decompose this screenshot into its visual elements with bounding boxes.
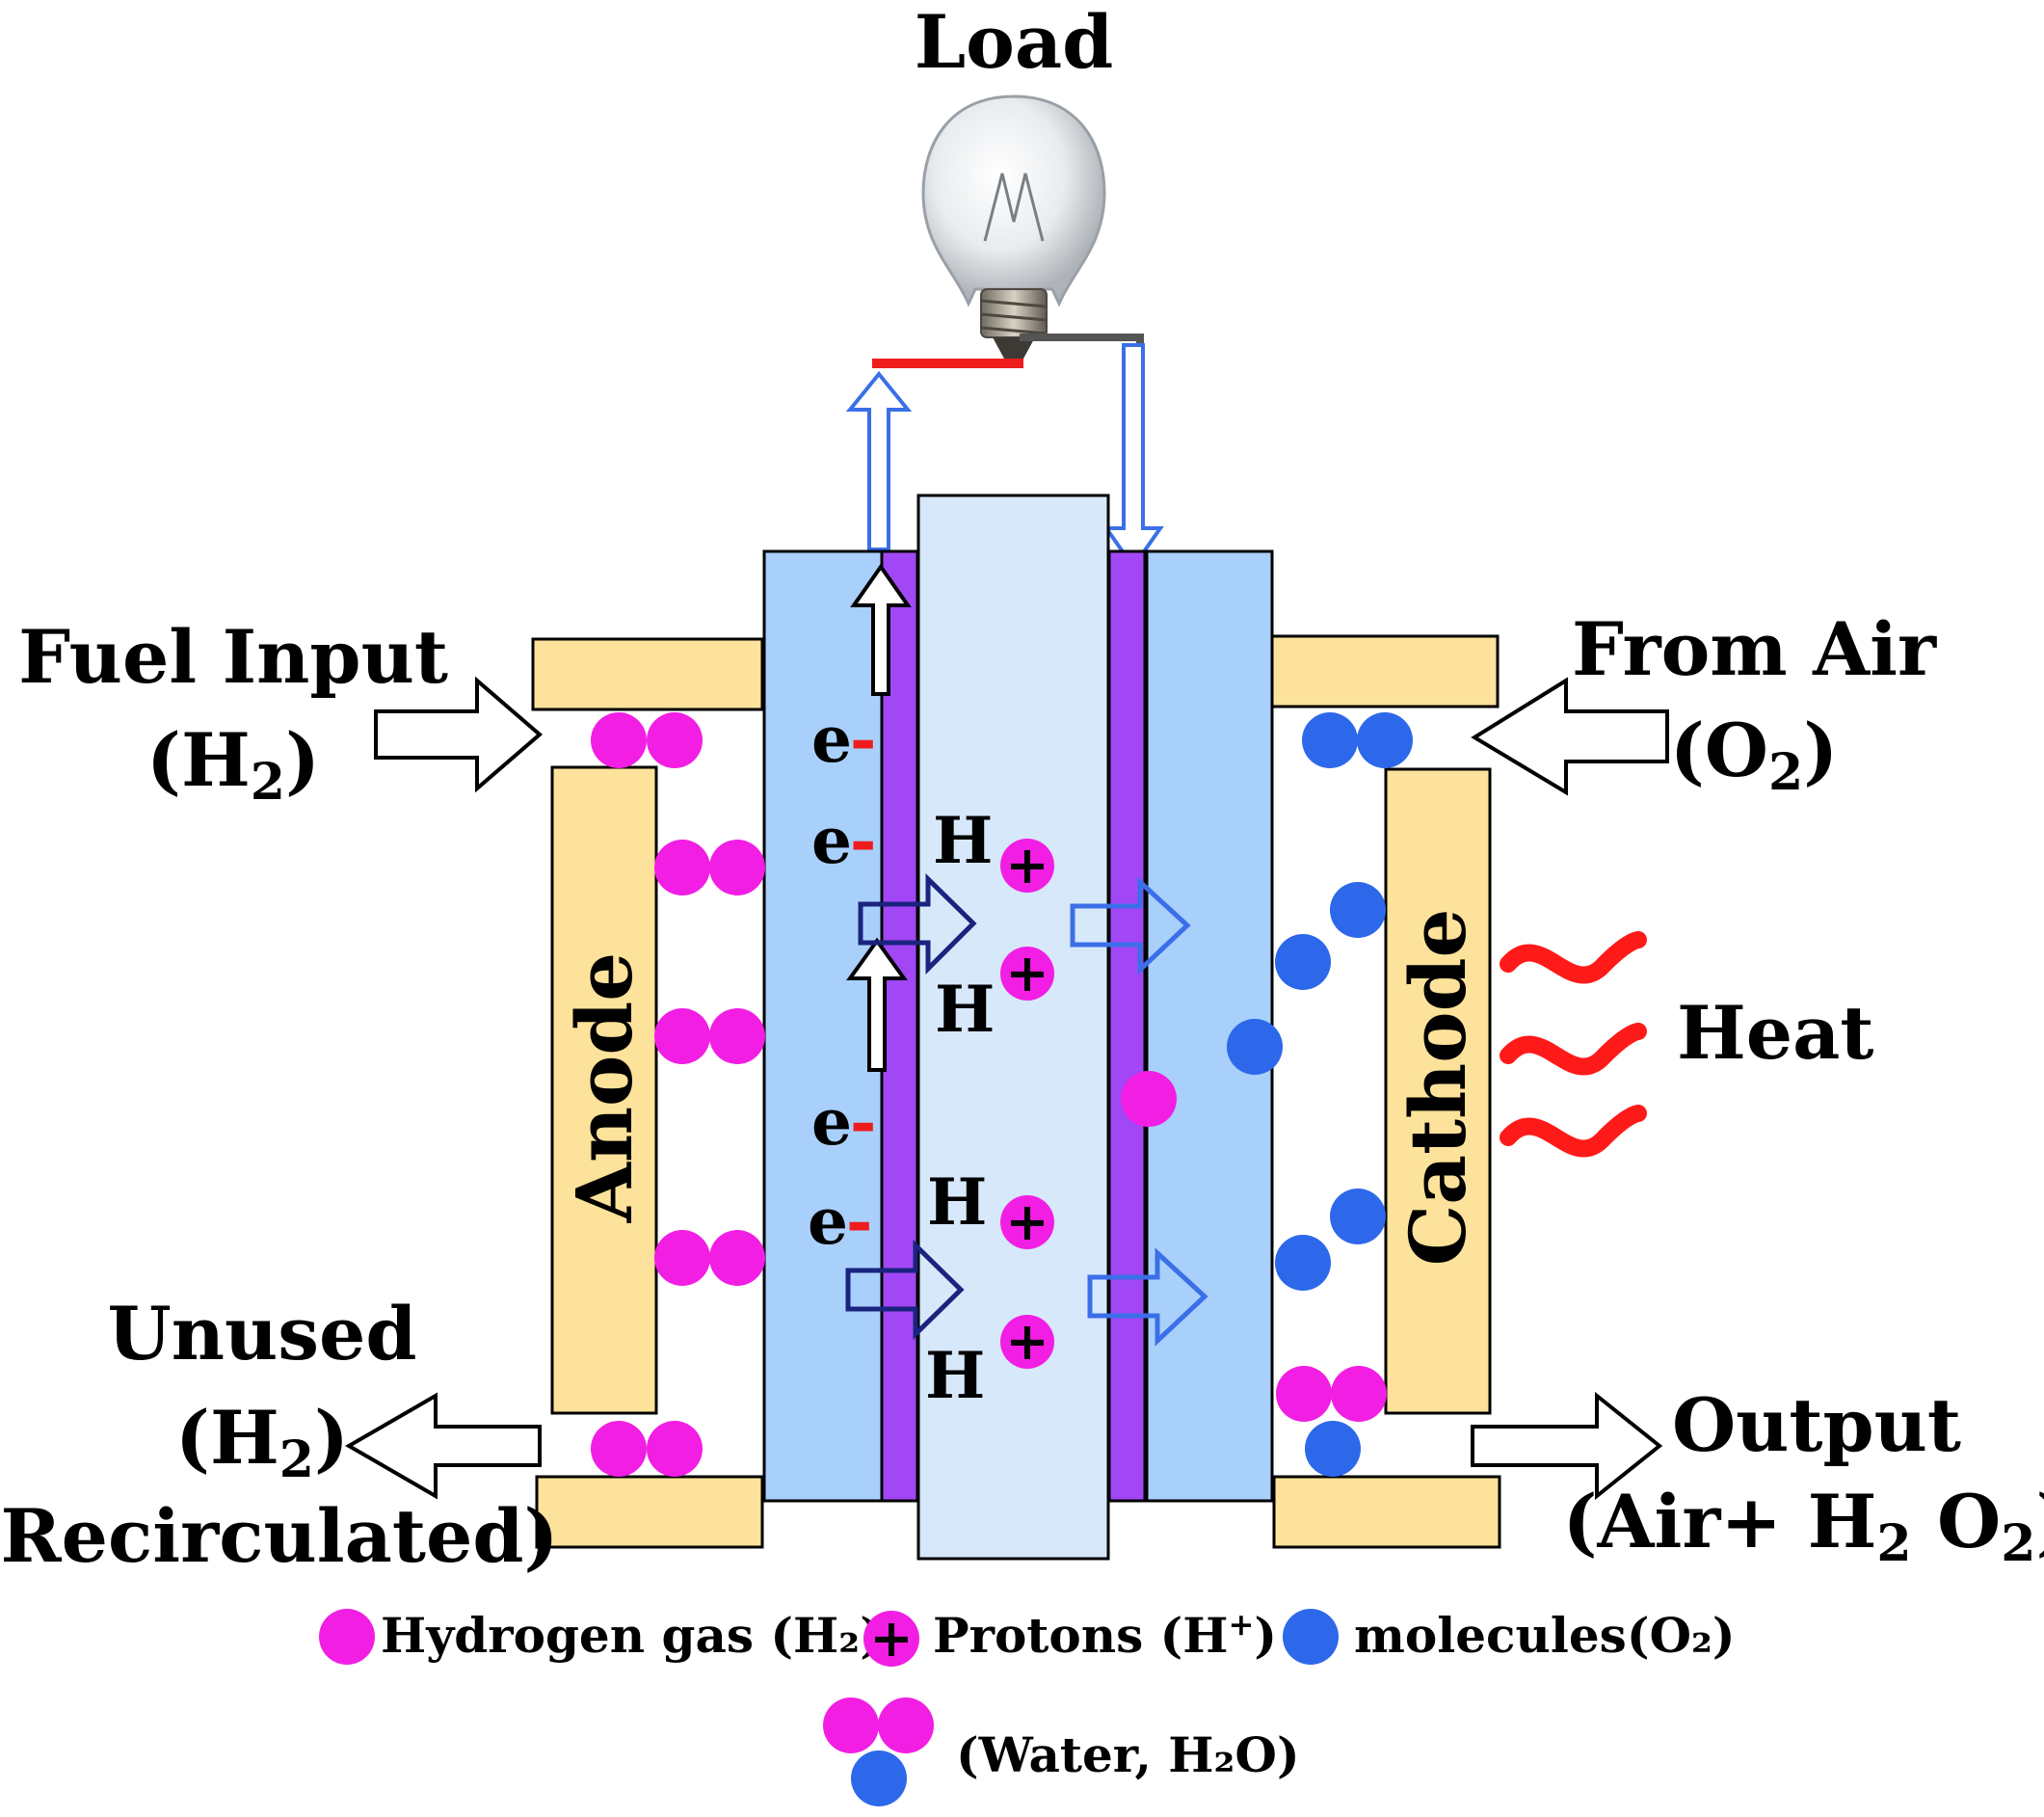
fuel-input-arrow — [374, 676, 544, 793]
proton-plus: + — [1005, 1310, 1049, 1372]
output-label: Output — [1672, 1382, 1961, 1468]
hydrogen-ion-label: H — [933, 803, 993, 878]
cathode-label: Cathode — [1393, 909, 1483, 1267]
proton-plus: + — [1005, 1190, 1049, 1252]
electron-sign: - — [850, 702, 876, 777]
product-output-arrow — [1471, 1391, 1663, 1501]
electron-up-arrow — [845, 370, 913, 551]
hydrogen-molecule — [654, 840, 765, 895]
fuel-input-formula: (H2) — [146, 717, 320, 812]
load-label: Load — [915, 0, 1114, 85]
cathode-bottom-plate — [1272, 1475, 1501, 1549]
oxygen-legend-label: molecules(O₂) — [1354, 1607, 1736, 1664]
legend: Hydrogen gas (H₂) + Protons (H+) molecul… — [319, 1606, 1736, 1806]
air-input-arrow — [1471, 677, 1669, 796]
anode-bottom-plate — [535, 1475, 764, 1549]
proton-icon — [1000, 1195, 1054, 1249]
oxygen-atom — [1227, 1019, 1283, 1075]
hydrogen-molecule — [654, 1008, 765, 1064]
output-formula: (Air+ H2 O2) — [1563, 1479, 2044, 1573]
anode-electrode — [762, 549, 884, 1503]
electron-label: e — [811, 803, 852, 878]
from-air-label: From Air — [1572, 606, 1937, 692]
proton-plus: + — [1005, 834, 1049, 895]
electron-label: e — [811, 702, 852, 777]
heat-label: Heat — [1677, 990, 1874, 1076]
hydrogen-legend-label: Hydrogen gas (H₂) — [381, 1607, 883, 1664]
cathode-plate — [1384, 767, 1492, 1415]
electron-sign: - — [846, 1184, 872, 1259]
proton-icon — [1000, 947, 1054, 1001]
proton-right-arrow — [845, 1240, 965, 1340]
electron-up-arrow-inner — [846, 937, 908, 1072]
proton-legend-plus: + — [869, 1607, 913, 1669]
hydrogen-atom — [1121, 1071, 1177, 1127]
cathode-catalyst-layer — [1107, 549, 1147, 1503]
water-molecule — [1276, 1366, 1387, 1477]
heat-waves-icon — [1500, 931, 1647, 1158]
proton-pair: + H — [935, 942, 1054, 1047]
electron-sign: - — [850, 803, 876, 878]
proton-pair: H + — [933, 803, 1054, 895]
recirculated-label: (Recirculated) — [0, 1493, 558, 1579]
electron-label: e — [811, 1084, 852, 1160]
water-legend-icon — [823, 1697, 934, 1806]
proton-legend-label: Protons (H+) — [933, 1606, 1277, 1664]
proton-right-arrow — [1087, 1247, 1208, 1347]
anode-plate — [550, 765, 658, 1415]
proton-pair: H + — [927, 1164, 1054, 1252]
proton-icon — [1000, 1315, 1054, 1369]
cathode-top-plate — [1270, 634, 1500, 708]
proton-right-arrow — [1070, 876, 1191, 975]
light-bulb-icon — [921, 94, 1106, 359]
proton-right-arrow — [858, 873, 977, 975]
unused-formula: (H2) — [175, 1395, 349, 1489]
hydrogen-ion-label: H — [935, 972, 995, 1047]
fuel-input-label: Fuel Input — [18, 614, 448, 700]
oxygen-molecule — [1275, 1189, 1386, 1291]
hydrogen-molecule — [654, 1230, 765, 1286]
proton-plus: + — [1005, 942, 1049, 1003]
hydrogen-molecule — [591, 712, 703, 768]
hydrogen-ion-label: H — [925, 1338, 985, 1413]
electron-down-arrow — [1102, 343, 1164, 571]
hydrogen-ion-label: H — [927, 1164, 987, 1240]
anode-top-plate — [531, 637, 764, 711]
anode-label: Anode — [559, 952, 650, 1223]
unused-output-arrow — [345, 1392, 542, 1500]
water-legend-label: (Water, H₂O) — [956, 1726, 1300, 1783]
electron-label: e — [808, 1184, 848, 1259]
hydrogen-legend-icon — [319, 1609, 375, 1665]
oxygen-molecule — [1275, 882, 1386, 990]
from-air-formula: (O2) — [1670, 708, 1838, 802]
oxygen-molecule — [1302, 712, 1413, 768]
electron-sign: - — [850, 1084, 876, 1160]
proton-pair: + H — [925, 1310, 1054, 1413]
hydrogen-molecule — [591, 1421, 703, 1477]
electron-up-arrow-inner — [850, 563, 912, 696]
proton-legend-icon — [863, 1611, 919, 1667]
unused-label: Unused — [107, 1291, 416, 1376]
oxygen-legend-icon — [1283, 1609, 1339, 1665]
proton-icon — [1000, 839, 1054, 893]
